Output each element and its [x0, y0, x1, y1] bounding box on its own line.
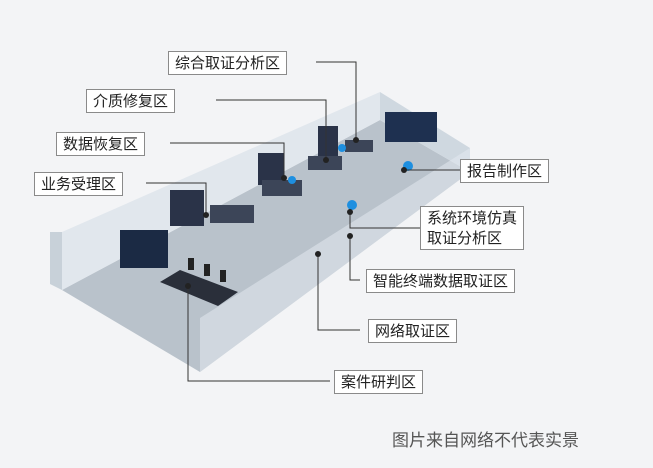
workstation-3 [308, 156, 342, 170]
meeting-table [160, 270, 238, 306]
video-wall-left [120, 230, 168, 268]
floor [62, 120, 470, 372]
server-rack-2 [258, 153, 284, 185]
server-rack-1 [170, 190, 204, 226]
front-glass-wall [200, 148, 470, 372]
disclaimer-note: 图片来自网络不代表实景 [392, 431, 579, 451]
leader-lines [146, 61, 460, 382]
label-report-production: 报告制作区 [460, 159, 550, 183]
monitor-glow-2 [338, 144, 346, 152]
label-data-recovery: 数据恢复区 [56, 132, 146, 156]
label-smart-terminal: 智能终端数据取证区 [366, 269, 516, 293]
workstation-1 [210, 205, 254, 223]
chair-3 [220, 270, 226, 282]
label-system-simulation-line2: 取证分析区 [427, 229, 503, 247]
video-wall-right [385, 112, 437, 142]
label-system-simulation-line1: 系统环境仿真 [427, 209, 518, 227]
workstation-2 [262, 180, 302, 196]
label-comprehensive-forensics: 综合取证分析区 [168, 51, 288, 75]
workstation-4 [345, 140, 373, 152]
server-rack-3 [318, 126, 338, 156]
label-case-study: 案件研判区 [334, 370, 424, 394]
label-business-acceptance: 业务受理区 [34, 172, 124, 196]
leader-dots [185, 137, 407, 289]
chair-1 [188, 258, 194, 270]
label-media-repair: 介质修复区 [86, 89, 176, 113]
label-network-forensics: 网络取证区 [368, 319, 458, 343]
monitor-glow-4 [347, 200, 357, 210]
chair-2 [204, 264, 210, 276]
monitor-glow-1 [288, 176, 296, 184]
left-pillar [50, 232, 62, 290]
label-system-simulation: 系统环境仿真 取证分析区 [420, 206, 525, 250]
